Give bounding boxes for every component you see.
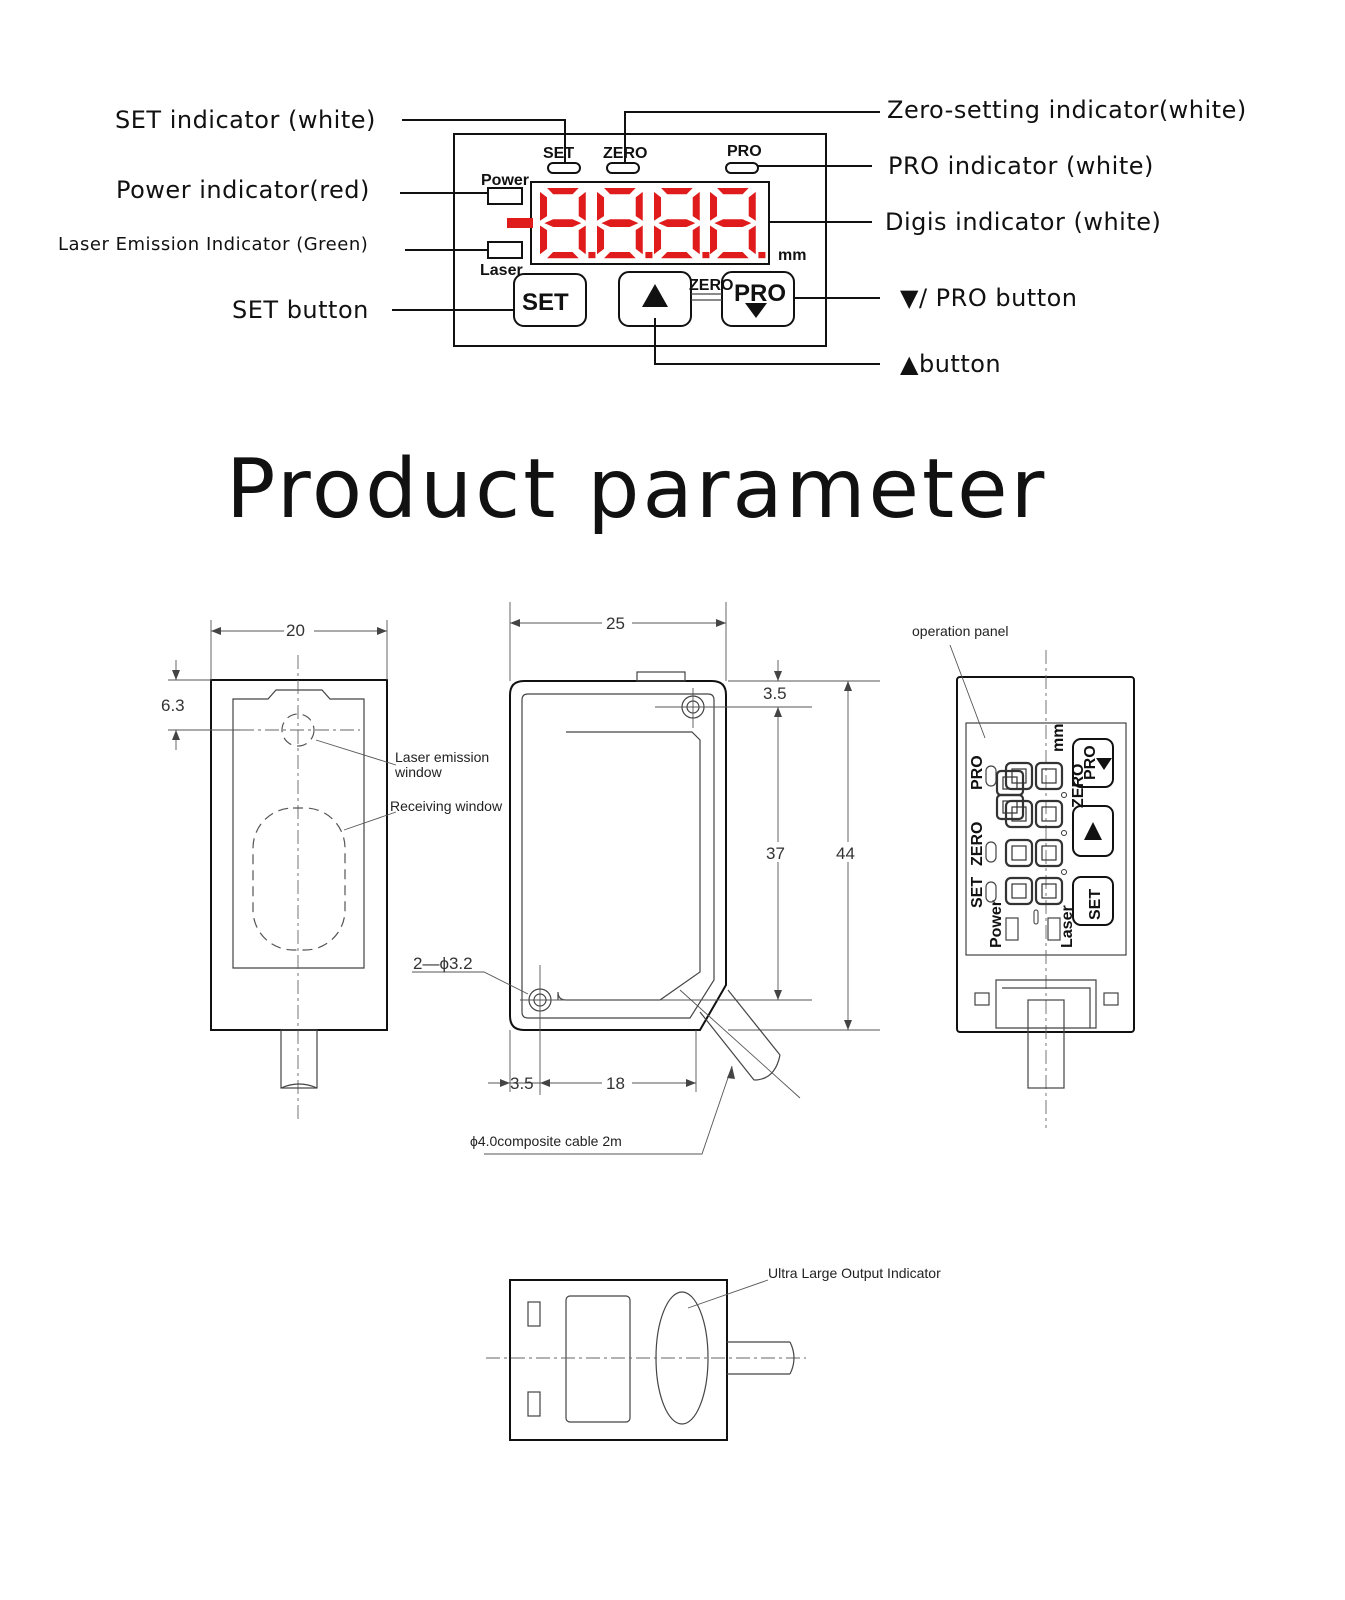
side-height-dim: 44	[836, 844, 855, 863]
side-holes-note: 2—ϕ3.2	[413, 954, 473, 973]
laser-label: Laser	[480, 262, 523, 279]
back-set-button[interactable]	[1072, 876, 1114, 926]
zero-indicator-led	[606, 162, 640, 174]
power-indicator-callout: Power indicator(red)	[116, 176, 370, 204]
power-indicator-led	[487, 187, 523, 205]
pro-button-callout: ▼/ PRO button	[900, 284, 1078, 312]
power-label: Power	[481, 172, 529, 189]
side-view-drawing: 25 3.5 37 44 2—ϕ3.2 3.5 18 ϕ4.0composite…	[412, 602, 880, 1155]
back-pro-label: PRO	[969, 755, 986, 790]
digit-indicator-callout: Digis indicator (white)	[885, 208, 1161, 236]
operation-panel-note: operation panel	[912, 623, 1009, 639]
back-up-button[interactable]	[1072, 805, 1114, 857]
cable-note: ϕ4.0composite cable 2m	[470, 1133, 622, 1149]
pro-indicator-callout: PRO indicator (white)	[888, 152, 1154, 180]
side-bottom-spacing-dim: 18	[606, 1074, 625, 1093]
back-power-label: Power	[988, 900, 1005, 948]
back-zero-combo-label: ZERO	[1070, 764, 1087, 808]
section-title: Product parameter	[226, 442, 1047, 537]
laser-indicator-led	[487, 241, 523, 259]
set-button-callout: SET button	[232, 296, 369, 324]
up-arrow-icon	[642, 284, 668, 307]
up-button-callout: ▲button	[900, 350, 1001, 378]
back-pro-button-label: PRO	[1082, 745, 1099, 780]
seven-segment-digits	[507, 188, 766, 259]
receiving-window-note: Receiving window	[390, 798, 503, 814]
set-indicator-callout: SET indicator (white)	[115, 106, 376, 134]
laser-window-note-2: window	[394, 764, 443, 780]
pro-label: PRO	[727, 143, 762, 160]
zero-indicator-callout: Zero-setting indicator(white)	[887, 96, 1247, 124]
output-indicator-note: Ultra Large Output Indicator	[768, 1265, 941, 1281]
set-label: SET	[543, 145, 574, 162]
set-indicator-led	[547, 162, 581, 174]
mm-unit-label: mm	[778, 247, 806, 264]
front-view-drawing: 20 6.3 Laser emission window Receiving w…	[161, 620, 503, 1122]
back-mm-label: mm	[1050, 724, 1067, 752]
front-offset-dim: 6.3	[161, 696, 185, 715]
front-width-dim: 20	[286, 621, 305, 640]
back-set-label: SET	[969, 877, 986, 908]
back-zero-label: ZERO	[969, 822, 986, 866]
back-laser-label: Laser	[1059, 905, 1076, 948]
side-hole-spacing-dim: 37	[766, 844, 785, 863]
set-button[interactable]	[513, 273, 587, 327]
down-arrow-icon	[745, 303, 767, 318]
zero-combo-label: ZERO	[689, 277, 733, 294]
panel-frame	[453, 133, 827, 347]
back-view-drawing: operation panel PRO ZERO SET Power Laser…	[912, 623, 1135, 1128]
pro-button-label: PRO	[734, 280, 786, 307]
operation-panel-diagram: SET ZERO PRO Power Laser mm SET PRO ZERO	[58, 96, 1247, 378]
set-button-label: SET	[522, 289, 569, 316]
pro-indicator-led	[725, 162, 759, 174]
side-top-offset-dim: 3.5	[763, 684, 787, 703]
laser-window-note: Laser emission	[395, 749, 489, 765]
side-bottom-offset-dim: 3.5	[510, 1074, 534, 1093]
callout-leaders	[392, 111, 880, 365]
back-pro-button[interactable]	[1072, 738, 1114, 788]
back-set-button-label: SET	[1087, 889, 1104, 920]
side-width-dim: 25	[606, 614, 625, 633]
bottom-view-drawing: Ultra Large Output Indicator	[486, 1265, 941, 1441]
laser-indicator-callout: Laser Emission Indicator (Green)	[58, 234, 368, 255]
back-up-arrow-icon	[1084, 822, 1102, 840]
